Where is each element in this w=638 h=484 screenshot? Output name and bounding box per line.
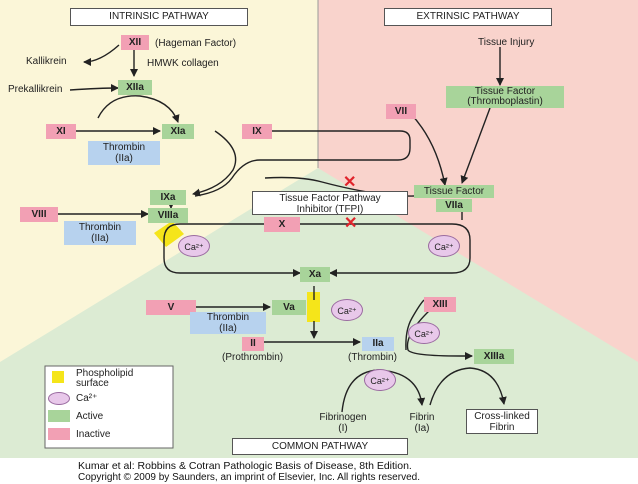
prekallikrein-label: Prekallikrein bbox=[8, 84, 63, 95]
thrombin-box-3: Thrombin (IIa) bbox=[190, 312, 266, 334]
crosslinked-line-2: Fibrin bbox=[489, 422, 515, 433]
thrombin-sub-label: (IIa) bbox=[219, 323, 237, 334]
legend-inactive: Inactive bbox=[76, 429, 111, 440]
factor-viii: VIII bbox=[20, 207, 58, 222]
thrombin-label: Thrombin bbox=[78, 222, 122, 233]
factor-iia: IIa bbox=[362, 337, 394, 351]
hageman-factor-label: (Hageman Factor) bbox=[155, 38, 237, 49]
fibrin-sub: (Ia) bbox=[414, 423, 430, 434]
kallikrein-label: Kallikrein bbox=[26, 56, 67, 67]
intrinsic-pathway-header: INTRINSIC PATHWAY bbox=[70, 8, 248, 26]
tissue-factor-thromboplastin: Tissue Factor (Thromboplastin) bbox=[446, 86, 564, 108]
extrinsic-pathway-header: EXTRINSIC PATHWAY bbox=[384, 8, 552, 26]
factor-v: V bbox=[146, 300, 196, 315]
fibrinogen-label: Fibrinogen (I) bbox=[308, 412, 378, 434]
prothrombin-label: (Prothrombin) bbox=[222, 352, 284, 363]
common-pathway-header: COMMON PATHWAY bbox=[232, 438, 408, 455]
citation-line-1: Kumar et al: Robbins & Cotran Pathologic… bbox=[78, 460, 412, 472]
calcium-icon: Ca²⁺ bbox=[178, 235, 210, 257]
factor-x: X bbox=[264, 217, 300, 232]
factor-ix: IX bbox=[242, 124, 272, 139]
fibrin-label: Fibrin (Ia) bbox=[400, 412, 444, 434]
calcium-icon: Ca²⁺ bbox=[364, 369, 396, 391]
phospholipid-surface bbox=[154, 221, 184, 247]
legend-phospholipid: Phospholipid surface bbox=[76, 369, 133, 389]
factor-xiiia: XIIIa bbox=[474, 349, 514, 364]
factor-viia: VIIa bbox=[436, 199, 472, 212]
active-swatch bbox=[48, 410, 70, 422]
legend-phospholipid-line-2: surface bbox=[76, 378, 109, 389]
tfpi-box: Tissue Factor Pathway Inhibitor (TFPI) bbox=[252, 191, 408, 215]
thrombin-paren-label: (Thrombin) bbox=[348, 352, 397, 363]
hmwk-collagen-label: HMWK collagen bbox=[147, 58, 219, 69]
phospholipid-swatch bbox=[52, 371, 64, 383]
calcium-icon: Ca²⁺ bbox=[331, 299, 363, 321]
tfpi-line-2: Inhibitor (TFPI) bbox=[296, 204, 364, 215]
factor-ii: II bbox=[242, 337, 264, 351]
inhibition-cross: ✕ bbox=[343, 174, 357, 191]
thrombin-label: Thrombin bbox=[102, 142, 146, 153]
factor-xia: XIa bbox=[162, 124, 194, 139]
tfpi-line-1: Tissue Factor Pathway bbox=[279, 193, 381, 204]
factor-xii: XII bbox=[121, 35, 149, 50]
legend-phospholipid-line-1: Phospholipid bbox=[76, 368, 134, 379]
crosslinked-fibrin-box: Cross-linked Fibrin bbox=[466, 409, 538, 434]
factor-xiii: XIII bbox=[424, 297, 456, 312]
thrombin-sub-label: (IIa) bbox=[115, 153, 133, 164]
factor-va: Va bbox=[272, 300, 306, 315]
phospholipid-surface bbox=[307, 292, 320, 322]
factor-ixa: IXa bbox=[150, 190, 186, 205]
factor-vii: VII bbox=[386, 104, 416, 119]
factor-xi: XI bbox=[46, 124, 76, 139]
fibrinogen-name: Fibrinogen bbox=[319, 412, 367, 423]
inactive-swatch bbox=[48, 428, 70, 440]
tissue-factor-complex: Tissue Factor bbox=[414, 185, 494, 198]
calcium-icon: Ca²⁺ bbox=[408, 322, 440, 344]
legend-active: Active bbox=[76, 411, 104, 422]
thrombin-label: Thrombin bbox=[206, 312, 250, 323]
calcium-swatch-icon bbox=[48, 392, 70, 405]
calcium-icon: Ca²⁺ bbox=[428, 235, 460, 257]
thromboplastin-label: (Thromboplastin) bbox=[467, 96, 543, 107]
crosslinked-line-1: Cross-linked bbox=[474, 411, 530, 422]
thrombin-sub-label: (IIa) bbox=[91, 233, 109, 244]
tissue-factor-label: Tissue Factor bbox=[474, 86, 536, 97]
legend-calcium: Ca²⁺ bbox=[76, 393, 98, 404]
fibrinogen-sub: (I) bbox=[338, 423, 348, 434]
factor-viiia: VIIIa bbox=[148, 208, 188, 223]
thrombin-box-1: Thrombin (IIa) bbox=[88, 141, 160, 165]
fibrin-name: Fibrin bbox=[409, 412, 435, 423]
inhibition-cross: ✕ bbox=[344, 215, 358, 232]
copyright-line: Copyright © 2009 by Saunders, an imprint… bbox=[78, 472, 420, 483]
factor-xiia: XIIa bbox=[118, 80, 152, 95]
thrombin-box-2: Thrombin (IIa) bbox=[64, 221, 136, 245]
factor-xa: Xa bbox=[300, 267, 330, 282]
tissue-injury-label: Tissue Injury bbox=[478, 37, 535, 48]
